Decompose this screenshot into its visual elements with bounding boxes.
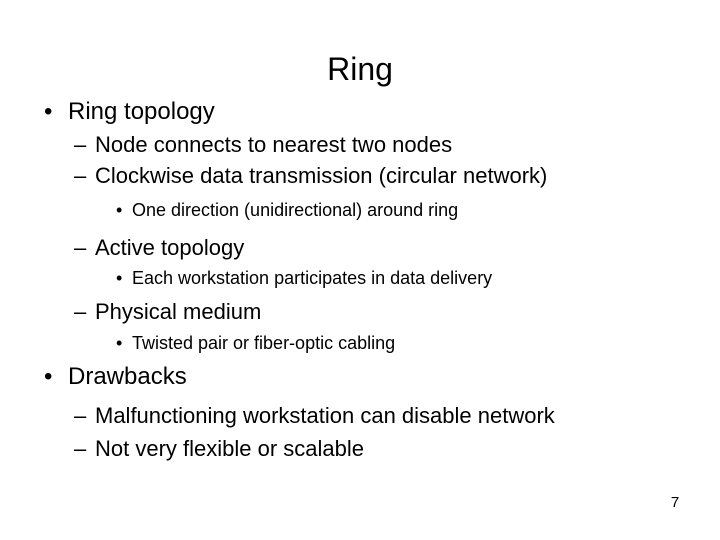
- page-number: 7: [670, 494, 680, 511]
- list-item-text: Drawbacks: [68, 363, 187, 390]
- list-item-text: Node connects to nearest two nodes: [95, 132, 453, 157]
- list-item: • Ring topology: [44, 98, 215, 127]
- bullet-icon: •: [116, 200, 123, 220]
- list-item: –Clockwise data transmission (circular n…: [74, 163, 547, 189]
- list-item-text: Twisted pair or fiber-optic cabling: [132, 333, 396, 353]
- list-item-text: One direction (unidirectional) around ri…: [132, 200, 459, 220]
- bullet-icon: •: [44, 363, 53, 390]
- list-item: –Physical medium: [74, 299, 261, 325]
- list-item: –Node connects to nearest two nodes: [74, 132, 452, 158]
- list-item: –Malfunctioning workstation can disable …: [74, 403, 555, 429]
- bullet-icon: •: [116, 333, 123, 353]
- list-item-text: Each workstation participates in data de…: [132, 268, 493, 288]
- dash-icon: –: [74, 436, 87, 461]
- list-item-text: Clockwise data transmission (circular ne…: [95, 163, 548, 188]
- bullet-icon: •: [116, 268, 123, 288]
- list-item: –Not very flexible or scalable: [74, 436, 364, 462]
- dash-icon: –: [74, 403, 87, 428]
- list-item: • Each workstation participates in data d…: [116, 268, 492, 290]
- list-item: –Active topology: [74, 235, 244, 261]
- list-item: • Drawbacks: [44, 363, 187, 392]
- list-item-text: Malfunctioning workstation can disable n…: [95, 403, 555, 428]
- list-item-text: Physical medium: [95, 299, 262, 324]
- list-item-text: Active topology: [95, 235, 245, 260]
- dash-icon: –: [74, 235, 87, 260]
- list-item-text: Not very flexible or scalable: [95, 436, 365, 461]
- list-item: • One direction (unidirectional) around r…: [116, 200, 458, 222]
- dash-icon: –: [74, 132, 87, 157]
- list-item: • Twisted pair or fiber-optic cabling: [116, 333, 395, 355]
- dash-icon: –: [74, 299, 87, 324]
- dash-icon: –: [74, 163, 87, 188]
- list-item-text: Ring topology: [68, 98, 215, 125]
- slide-title: Ring: [327, 51, 393, 87]
- bullet-icon: •: [44, 98, 53, 125]
